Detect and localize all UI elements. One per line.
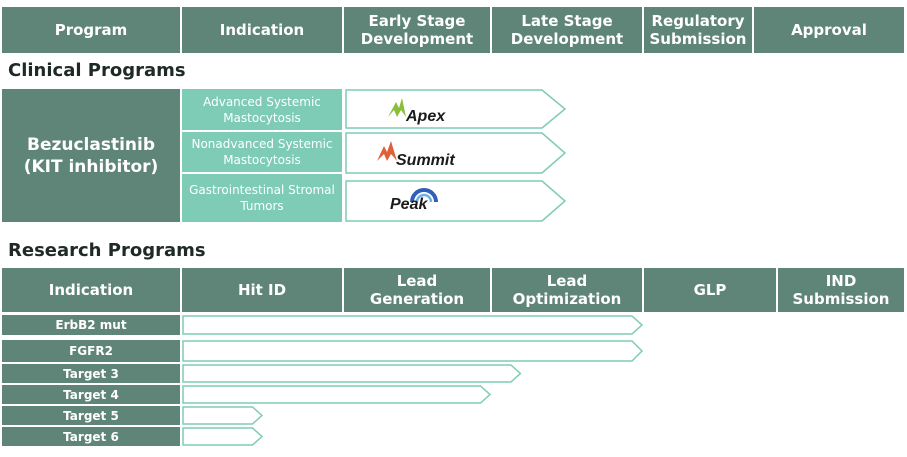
indication-nonadvanced-sm: Nonadvanced Systemic Mastocytosis — [182, 132, 342, 172]
apex-logo-text: Apex — [405, 108, 446, 125]
clinical-programs-title: Clinical Programs — [8, 60, 186, 81]
research-header-indication: Indication — [2, 268, 180, 312]
clinical-header-program: Program — [2, 7, 180, 53]
program-name: Bezuclastinib (KIT inhibitor) — [2, 89, 180, 222]
research-row-target5: Target 5 — [2, 406, 180, 425]
research-row-target6: Target 6 — [2, 427, 180, 446]
summit-progress-arrow — [345, 132, 567, 174]
clinical-header-indication: Indication — [182, 7, 342, 53]
research-row-target4: Target 4 — [2, 385, 180, 404]
research-header-lead-optimization: Lead Optimization — [492, 268, 642, 312]
clinical-arrows: Apex Summit Peak — [345, 89, 567, 222]
clinical-header-regulatory: Regulatory Submission — [644, 7, 752, 53]
clinical-header-approval: Approval — [754, 7, 904, 53]
research-row-target3: Target 3 — [2, 364, 180, 383]
research-arrow-5 — [182, 406, 264, 425]
apex-progress-arrow — [345, 89, 567, 129]
research-header-ind: IND Submission — [778, 268, 904, 312]
research-row-erbb2: ErbB2 mut — [2, 315, 180, 335]
peak-logo-text: Peak — [390, 196, 428, 213]
indication-gist: Gastrointestinal Stromal Tumors — [182, 174, 342, 222]
research-header-glp: GLP — [644, 268, 776, 312]
summit-logo-text: Summit — [396, 152, 455, 169]
clinical-header-early-stage: Early Stage Development — [344, 7, 490, 53]
research-header-hit-id: Hit ID — [182, 268, 342, 312]
indication-advanced-sm: Advanced Systemic Mastocytosis — [182, 89, 342, 130]
research-arrow-4 — [182, 385, 492, 404]
summit-logo-icon — [377, 141, 397, 161]
research-arrow-3 — [182, 364, 522, 383]
research-header-lead-generation: Lead Generation — [344, 268, 490, 312]
research-arrow-2 — [182, 340, 644, 362]
research-programs-title: Research Programs — [8, 240, 206, 261]
peak-logo-icon — [410, 188, 438, 203]
research-arrow-1 — [182, 315, 644, 335]
clinical-header-late-stage: Late Stage Development — [492, 7, 642, 53]
research-arrow-6 — [182, 427, 264, 446]
apex-logo-icon — [388, 98, 406, 117]
research-row-fgfr2: FGFR2 — [2, 340, 180, 362]
peak-progress-arrow — [345, 180, 567, 222]
